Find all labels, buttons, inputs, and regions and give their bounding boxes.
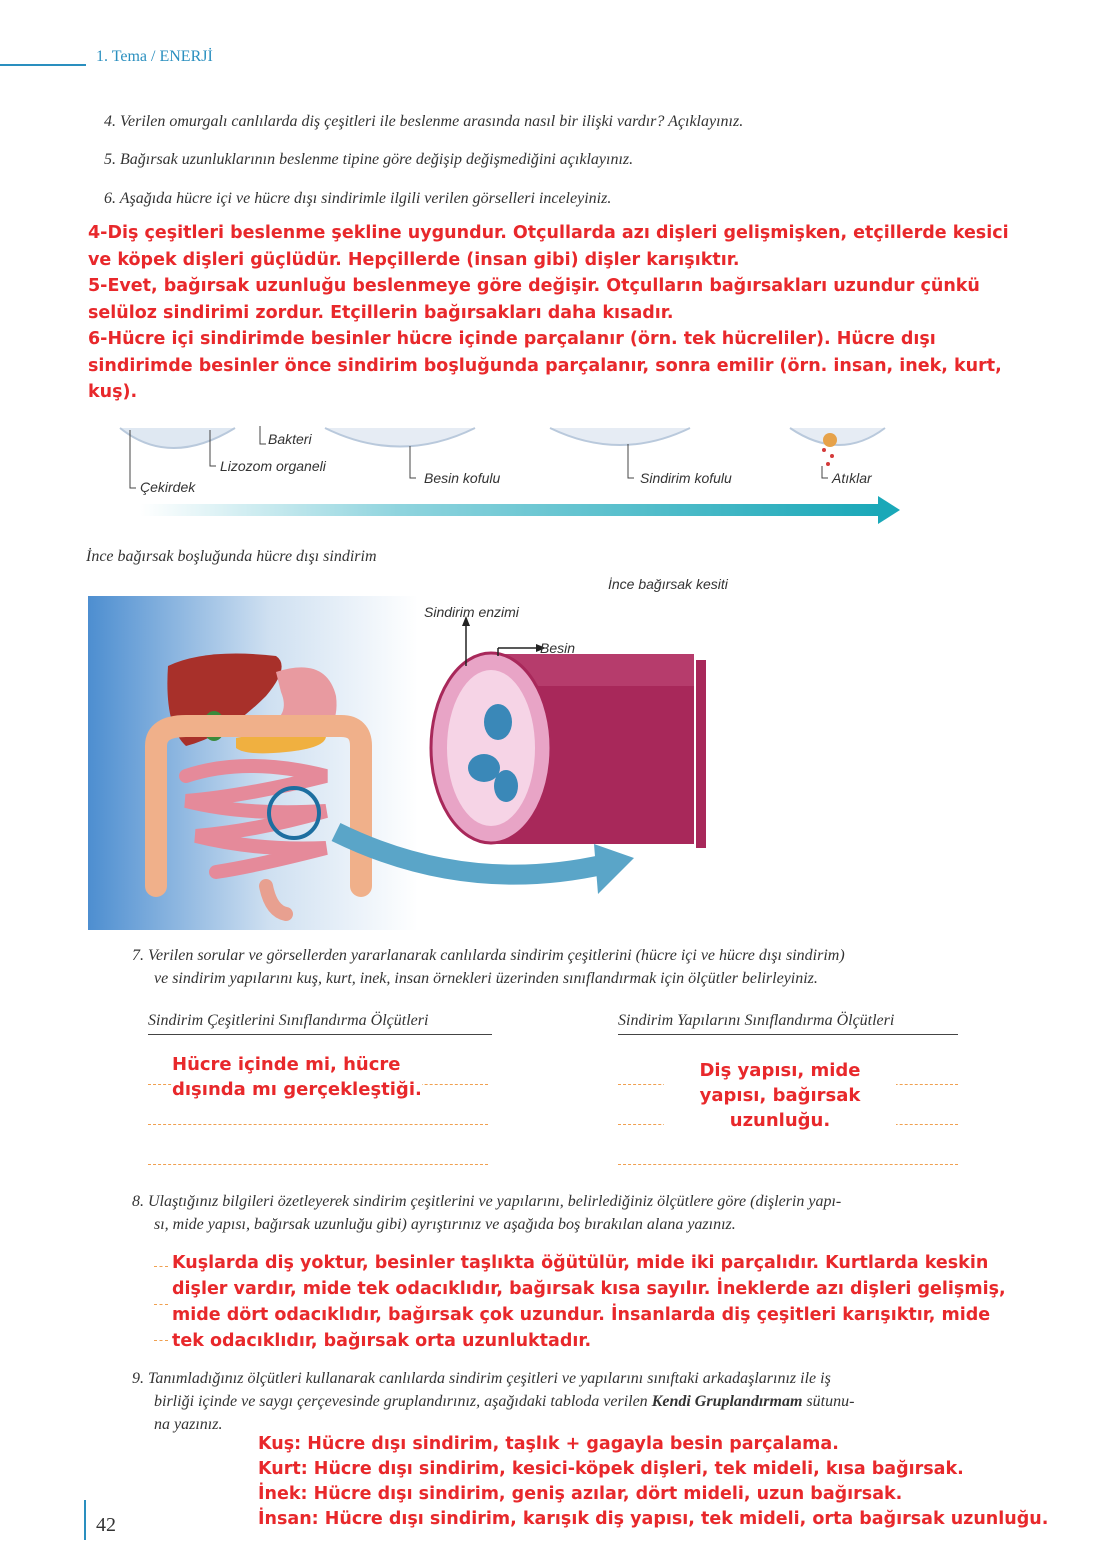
pancreas: [236, 732, 326, 754]
answer-line: dışında mı gerçekleştiği.: [172, 1079, 422, 1100]
small-intestine: [179, 759, 328, 879]
label-lizozom: Lizozom organeli: [220, 458, 326, 474]
answer-line: mide dört odacıklıdır, bağırsak çok uzun…: [172, 1305, 991, 1325]
answer-line: tek odacıklıdır, bağırsak orta uzunlukta…: [172, 1331, 592, 1351]
question-9-line-1: 9. Tanımladığınız ölçütleri kullanarak c…: [132, 1370, 831, 1387]
answers-top: 4-Diş çeşitleri beslenme şekline uygundu…: [88, 220, 1009, 406]
label-section: İnce bağırsak kesiti: [608, 576, 728, 592]
label-enzyme: Sindirim enzimi: [424, 604, 519, 620]
answer-line-dashed: [148, 1164, 488, 1165]
answer-line: yapısı, bağırsak: [699, 1085, 861, 1106]
large-intestine: [145, 715, 372, 897]
answer-line: sindirimde besinler önce sindirim boşluğ…: [88, 355, 1002, 376]
cell-1: [119, 427, 236, 449]
answer-line-dashed: [148, 1124, 488, 1125]
answer-line: selüloz sindirimi zordur. Etçillerin bağ…: [88, 302, 674, 323]
answer-line: Kuş: Hücre dışı sindirim, taşlık + gagay…: [258, 1434, 839, 1454]
answer-line-dashed: [154, 1266, 168, 1267]
label-atiklar: Atıklar: [832, 470, 872, 486]
answer-line: uzunluğu.: [729, 1110, 831, 1131]
process-arrow-head: [878, 496, 900, 524]
label-food: Besin: [540, 640, 576, 656]
answer-line: İnek: Hücre dışı sindirim, geniş azılar,…: [258, 1484, 903, 1504]
answers-q8: Kuşlarda diş yoktur, besinler taşlıkta ö…: [172, 1250, 1006, 1354]
answer-line: ve köpek dişleri güçlüdür. Hepçillerde (…: [88, 249, 740, 270]
question-9-line-3: na yazınız.: [154, 1416, 223, 1433]
question-6: 6. Aşağıda hücre içi ve hücre dışı sindi…: [104, 190, 612, 207]
answer-line-dashed: [154, 1304, 168, 1305]
answer-line: 6-Hücre içi sindirimde besinler hücre iç…: [88, 329, 936, 349]
cell-2: [324, 427, 476, 448]
label-besin-kofulu: Besin kofulu: [424, 470, 501, 486]
intracellular-digestion-illustration: [119, 426, 900, 524]
label-cekirdek: Çekirdek: [140, 479, 196, 495]
page-number: 42: [96, 1514, 116, 1536]
right-column-heading: Sindirim Yapılarını Sınıflandırma Ölçütl…: [618, 1012, 958, 1035]
answer-line-dashed: [154, 1340, 168, 1341]
question-8-line-1: 8. Ulaştığınız bilgileri özetleyerek sin…: [132, 1193, 842, 1210]
q9-text-bold: Kendi Gruplandırmam: [651, 1393, 803, 1410]
answer-line-dashed: [618, 1164, 958, 1165]
q9-text-c: sütunu-: [802, 1393, 855, 1410]
answer-line: Kuşlarda diş yoktur, besinler taşlıkta ö…: [172, 1253, 989, 1273]
zoom-arrow: [331, 823, 609, 885]
question-5: 5. Bağırsak uzunluklarının beslenme tipi…: [104, 151, 634, 168]
answer-line: Kurt: Hücre dışı sindirim, kesici-köpek …: [258, 1459, 964, 1479]
header-rule: [0, 64, 86, 66]
digestive-system-illustration: [88, 596, 706, 930]
label-sindirim-kofulu: Sindirim kofulu: [640, 470, 732, 486]
right-column-answer: Diş yapısı, mide yapısı, bağırsak uzunlu…: [664, 1058, 896, 1133]
intestine-caption: İnce bağırsak boşluğunda hücre dışı sind…: [86, 548, 377, 565]
answer-line: İnsan: Hücre dışı sindirim, karışık diş …: [258, 1509, 1049, 1529]
answer-line: dişler vardır, mide tek odacıklıdır, bağ…: [172, 1279, 1006, 1299]
magnifier-circle: [267, 786, 321, 840]
answer-line: 4-Diş çeşitleri beslenme şekline uygundu…: [88, 223, 1009, 243]
cell-4: [789, 427, 886, 446]
question-4: 4. Verilen omurgalı canlılarda diş çeşit…: [104, 113, 744, 130]
q9-text-a: birliği içinde ve saygı çerçevesinde gru…: [154, 1393, 652, 1410]
question-8-line-2: sı, mide yapısı, bağırsak uzunluğu gibi)…: [154, 1216, 736, 1233]
header-title: 1. Tema / ENERJİ: [96, 48, 213, 65]
left-column-heading: Sindirim Çeşitlerini Sınıflandırma Ölçüt…: [148, 1012, 492, 1035]
left-column-answer: Hücre içinde mi, hücre dışında mı gerçek…: [172, 1052, 422, 1102]
question-7-line-2: ve sindirim yapılarını kuş, kurt, inek, …: [154, 970, 818, 987]
answer-line: Diş yapısı, mide: [699, 1060, 861, 1081]
page-number-rule: [84, 1500, 86, 1540]
label-bakteri: Bakteri: [268, 431, 312, 447]
question-7-line-1: 7. Verilen sorular ve görsellerden yarar…: [132, 947, 845, 964]
process-arrow-shaft: [140, 504, 880, 516]
answer-line: kuş).: [88, 382, 138, 402]
answer-line: Hücre içinde mi, hücre: [172, 1054, 401, 1075]
question-9-line-2: birliği içinde ve saygı çerçevesinde gru…: [154, 1393, 854, 1411]
answers-q9: Kuş: Hücre dışı sindirim, taşlık + gagay…: [258, 1432, 1048, 1532]
cell-3: [549, 427, 691, 446]
answer-line: 5-Evet, bağırsak uzunluğu beslenmeye gör…: [88, 276, 980, 296]
